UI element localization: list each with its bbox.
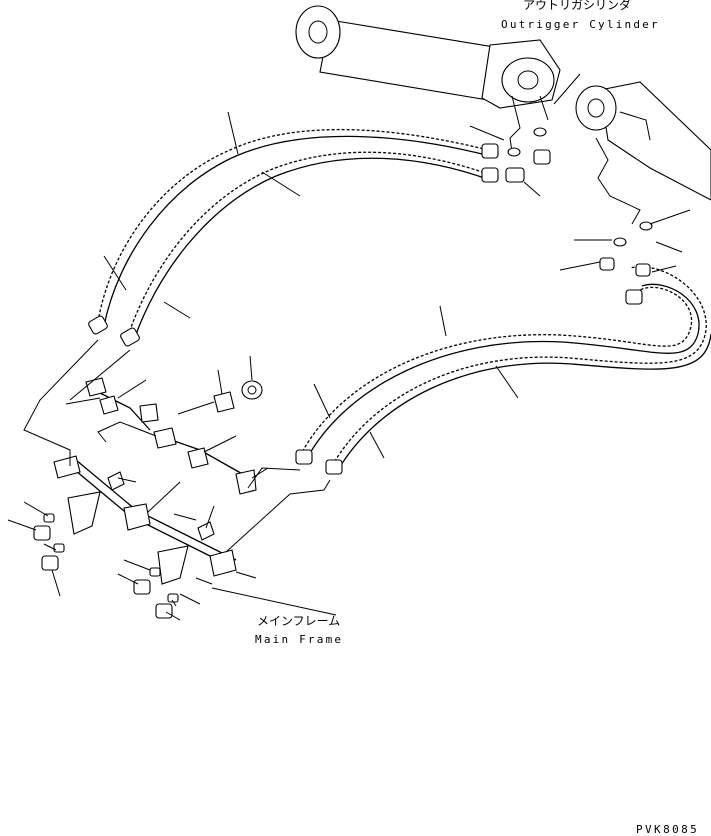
outrigger-cylinder-label-en: Outrigger Cylinder: [501, 18, 660, 31]
leader-lines: [7, 73, 691, 621]
outrigger-cylinder-left: [295, 5, 561, 153]
piping-assembly: [53, 377, 263, 585]
hose-pair-upper: [88, 128, 499, 347]
cylinder-fittings: [505, 127, 653, 247]
outrigger-cylinder-label-jp: アウトリガシリンダ: [523, 0, 631, 12]
loose-fittings: [33, 513, 213, 619]
outrigger-cylinder-right: [575, 81, 711, 225]
main-frame-label-en: Main Frame: [255, 633, 343, 646]
routing-lines: [23, 339, 331, 553]
main-frame-label-jp: メインフレーム: [257, 614, 340, 628]
drawing-code: PVK8085: [636, 823, 699, 836]
hose-pair-lower: [295, 257, 711, 475]
